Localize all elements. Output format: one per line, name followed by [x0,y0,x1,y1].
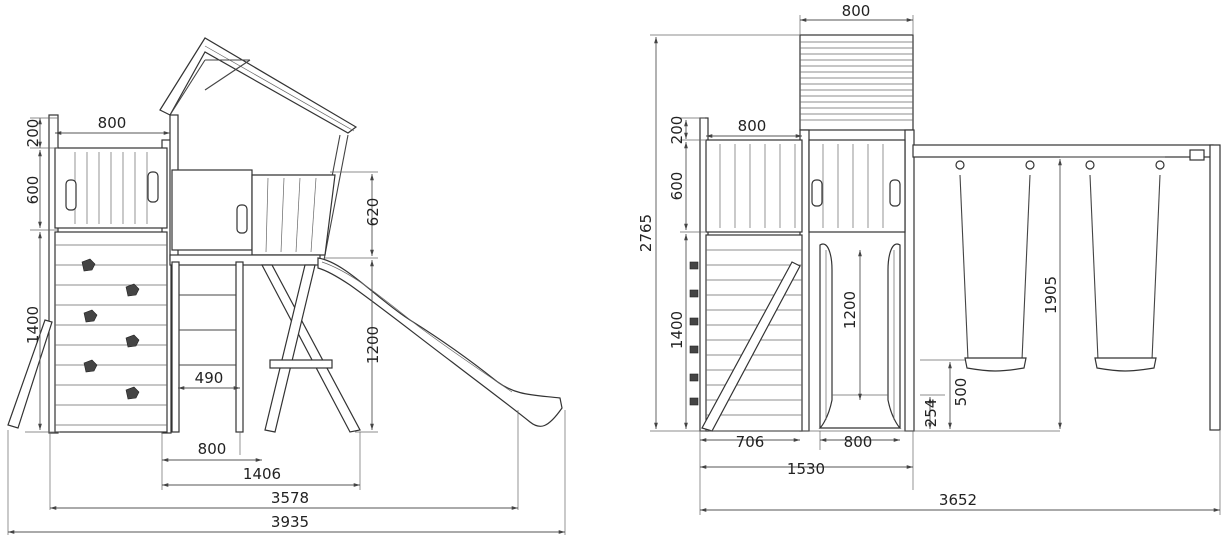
left-view: 800 200 600 1400 620 1200 490 800 1406 3… [7,37,566,535]
left-climbing-wall [54,231,168,433]
svg-text:800: 800 [842,2,871,20]
svg-text:2765: 2765 [637,214,655,252]
svg-text:706: 706 [736,433,765,451]
climbing-hold [83,309,98,323]
dim-right-bottom: 706 800 1530 3652 [700,433,1220,512]
right-view: 800 800 2765 200 600 1400 1200 1905 500 … [637,2,1221,515]
left-slide [317,257,563,427]
right-lower-wall [701,234,803,432]
right-swing-frame [912,144,1221,431]
svg-text:1200: 1200 [364,326,382,364]
dim-800-tower: 800 [800,2,913,22]
dim-right-verticals: 620 1200 [325,171,382,433]
svg-text:600: 600 [24,176,42,205]
svg-text:800: 800 [844,433,873,451]
right-swing-2 [1085,160,1165,372]
svg-text:800: 800 [738,117,767,135]
dim-1905: 1905 [1042,159,1062,429]
right-swing-1 [955,160,1035,372]
left-middle-panel [171,169,253,251]
left-railing-panel [54,147,168,229]
left-a-frame [261,264,361,433]
left-ladder [171,261,244,433]
left-extension-lines [7,410,566,535]
dim-800-platform: 800 [706,117,802,138]
climbing-hold [125,386,140,400]
climbing-hold [689,289,699,298]
right-railing-left [705,139,803,233]
svg-text:3652: 3652 [939,491,977,509]
svg-text:800: 800 [198,440,227,458]
climbing-hold [689,397,699,406]
svg-text:800: 800 [98,114,127,132]
right-tower-roof [799,34,914,131]
climbing-holds [81,258,140,400]
climbing-hold [689,261,699,270]
climbing-hold [689,345,699,354]
svg-text:600: 600 [668,172,686,201]
svg-text:490: 490 [195,369,224,387]
climbing-hold [125,283,140,297]
svg-text:1406: 1406 [243,465,281,483]
right-railing-right [808,139,906,233]
dim-1200-slide: 1200 [841,250,862,400]
right-slide [818,243,902,429]
climbing-hold [125,334,140,348]
dim-left-verticals: 200 600 1400 [24,117,58,430]
svg-text:254: 254 [922,399,940,428]
left-platform-beam [169,254,321,266]
dim-right-left-verticals: 200 600 1400 [668,116,688,429]
right-side-holds [689,261,699,406]
svg-text:1200: 1200 [841,291,859,329]
svg-text:3578: 3578 [271,489,309,507]
dim-490: 490 [178,369,240,390]
climbing-hold [689,373,699,382]
svg-text:500: 500 [952,378,970,407]
svg-text:620: 620 [364,198,382,227]
svg-text:1530: 1530 [787,460,825,478]
left-roof [159,37,358,134]
right-extension-lines [650,15,1221,515]
dim-800-top: 800 [55,114,170,135]
svg-text:200: 200 [668,116,686,145]
svg-text:200: 200 [24,119,42,148]
climbing-hold [689,317,699,326]
climbing-hold [81,258,96,272]
dim-500-254: 500 254 [922,362,970,429]
dim-left-bottom: 800 1406 3578 3935 [8,440,565,534]
svg-text:3935: 3935 [271,513,309,531]
left-right-railing [251,174,336,256]
svg-text:1905: 1905 [1042,276,1060,314]
dim-2765: 2765 [637,37,658,429]
svg-text:1400: 1400 [24,306,42,344]
svg-text:1400: 1400 [668,311,686,349]
climbing-hold [83,359,98,373]
